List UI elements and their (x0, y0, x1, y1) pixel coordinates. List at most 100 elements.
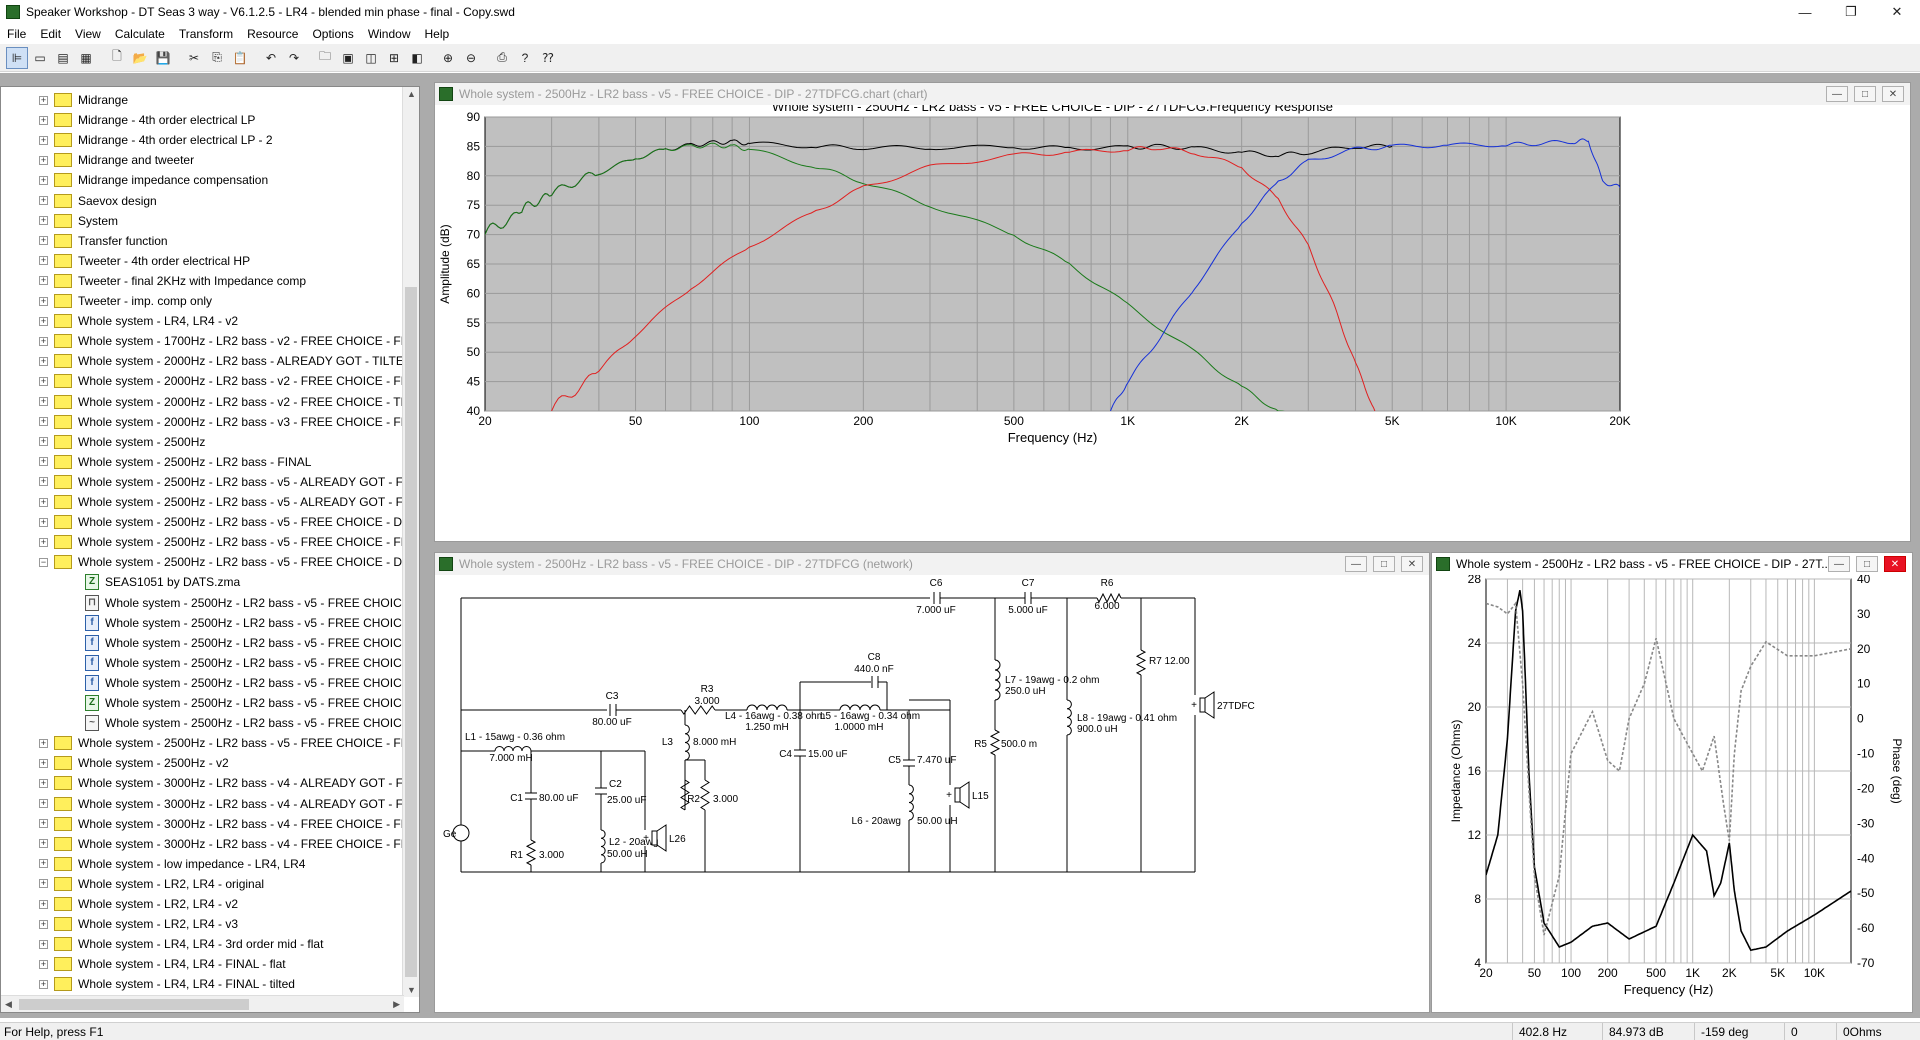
tree-item[interactable]: +Whole system - 2500Hz - LR2 bass - v5 -… (39, 733, 415, 753)
tree-item[interactable]: +Whole system - 3000Hz - LR2 bass - v4 -… (39, 794, 410, 814)
expander-icon[interactable]: + (39, 737, 48, 748)
network-minimize-button[interactable]: — (1345, 556, 1367, 572)
tree-item[interactable]: −Whole system - 2500Hz - LR2 bass - v5 -… (39, 552, 413, 572)
expander-icon[interactable]: + (39, 798, 48, 808)
help-icon[interactable]: ? (521, 50, 529, 65)
open-folder-icon[interactable]: 📂 (132, 50, 148, 65)
tree-item[interactable]: +Whole system - 2500Hz (39, 432, 205, 452)
tree-item[interactable]: +Midrange (39, 90, 128, 110)
menu-transform[interactable]: Transform (178, 27, 234, 41)
undo-icon[interactable]: ↶ (265, 50, 277, 65)
impedance-maximize-button[interactable]: □ (1856, 556, 1878, 572)
impedance-minimize-button[interactable]: — (1828, 556, 1850, 572)
menu-window[interactable]: Window (367, 27, 411, 41)
tree-item[interactable]: +Whole system - LR2, LR4 - v3 (39, 914, 238, 934)
context-help-icon[interactable]: ⁇ (542, 50, 554, 65)
expander-icon[interactable]: + (39, 918, 48, 929)
expander-icon[interactable]: + (39, 396, 48, 406)
menu-resource[interactable]: Resource (247, 27, 299, 41)
expander-icon[interactable]: + (39, 94, 48, 105)
expander-icon[interactable]: + (39, 838, 48, 849)
expander-icon[interactable]: + (39, 938, 48, 949)
expander-icon[interactable]: + (39, 154, 48, 165)
chart-window-titlebar[interactable]: Whole system - 2500Hz - LR2 bass - v5 - … (435, 83, 1910, 105)
tree-item[interactable]: +Whole system - LR4, LR4 - FINAL - flat (39, 954, 286, 974)
expander-icon[interactable]: + (39, 295, 48, 306)
impedance-window-titlebar[interactable]: Whole system - 2500Hz - LR2 bass - v5 - … (1432, 553, 1912, 575)
grid-view-icon[interactable]: ▦ (80, 50, 92, 65)
network-window-titlebar[interactable]: Whole system - 2500Hz - LR2 bass - v5 - … (435, 553, 1429, 575)
expander-icon[interactable]: + (39, 878, 48, 889)
new-file-icon[interactable]: 🗋 (112, 49, 122, 63)
tree-item[interactable]: +Whole system - 3000Hz - LR2 bass - v4 -… (39, 773, 410, 793)
driver-icon[interactable]: ◧ (411, 50, 423, 65)
menu-view[interactable]: View (75, 27, 101, 41)
expander-icon[interactable]: + (39, 134, 48, 145)
tree-item[interactable]: +Whole system - 2500Hz - LR2 bass - FINA… (39, 452, 311, 472)
tree-item[interactable]: +Midrange - 4th order electrical LP - 2 (39, 130, 273, 150)
scroll-down-arrow-icon[interactable]: ▼ (407, 985, 416, 995)
scroll-right-arrow-icon[interactable]: ▶ (393, 999, 400, 1009)
tree-item[interactable]: +Saevox design (39, 191, 157, 211)
tree-horizontal-scrollbar[interactable]: ◀ ▶ (1, 995, 404, 1012)
expander-icon[interactable]: + (39, 818, 48, 829)
tree-item[interactable]: ~Whole system - 2500Hz - LR2 bass - v5 -… (85, 713, 417, 733)
tree-vertical-scrollbar[interactable]: ▲ ▼ (402, 87, 419, 997)
expander-icon[interactable]: + (39, 958, 48, 969)
tree-item[interactable]: +Whole system - 2500Hz - v2 (39, 753, 229, 773)
menu-file[interactable]: File (7, 27, 27, 41)
tree-item[interactable]: +Midrange impedance compensation (39, 170, 268, 190)
close-button[interactable]: ✕ (1891, 4, 1903, 19)
network-icon[interactable]: ⊞ (388, 50, 400, 65)
expander-icon[interactable]: + (39, 114, 48, 125)
tree-item[interactable]: +Whole system - 2000Hz - LR2 bass - v3 -… (39, 412, 415, 432)
tree-view-icon[interactable]: ⊫ (6, 46, 28, 69)
expander-icon[interactable]: + (39, 456, 48, 467)
tree-item[interactable]: +Whole system - 3000Hz - LR2 bass - v4 -… (39, 834, 415, 854)
expander-icon[interactable]: + (39, 355, 48, 366)
expander-icon[interactable]: + (39, 235, 48, 246)
impedance-close-button[interactable]: ✕ (1884, 556, 1906, 572)
frequency-icon[interactable]: ◫ (365, 50, 377, 65)
details-view-icon[interactable]: ▤ (57, 50, 69, 65)
tree-item[interactable]: +Whole system - 2500Hz - LR2 bass - v5 -… (39, 492, 410, 512)
tree-item[interactable]: +Whole system - 2500Hz - LR2 bass - v5 -… (39, 512, 413, 532)
impedance-window[interactable]: Whole system - 2500Hz - LR2 bass - v5 - … (1431, 552, 1913, 1013)
tree-item[interactable]: +Whole system - 2000Hz - LR2 bass - v2 -… (39, 392, 417, 412)
expander-icon[interactable]: + (39, 195, 48, 205)
expander-icon[interactable]: + (39, 335, 48, 346)
tree-item[interactable]: ⊓Whole system - 2500Hz - LR2 bass - v5 -… (85, 593, 417, 613)
copy-icon[interactable]: ⎘ (212, 50, 222, 64)
chart-close-button[interactable]: ✕ (1882, 86, 1904, 102)
zoom-in-icon[interactable]: ⊕ (442, 50, 454, 65)
expander-icon[interactable]: + (39, 375, 48, 386)
network-window[interactable]: Whole system - 2500Hz - LR2 bass - v5 - … (434, 552, 1430, 1013)
expander-icon[interactable]: + (39, 215, 48, 226)
network-close-button[interactable]: ✕ (1401, 556, 1423, 572)
tree-item[interactable]: +Whole system - LR2, LR4 - v2 (39, 894, 238, 914)
menu-calculate[interactable]: Calculate (114, 27, 165, 41)
expander-icon[interactable]: + (39, 757, 48, 768)
tree-item[interactable]: +Tweeter - final 2KHz with Impedance com… (39, 271, 306, 291)
expander-icon[interactable]: + (39, 416, 48, 427)
tree-item[interactable]: +Whole system - LR2, LR4 - original (39, 874, 264, 894)
expander-icon[interactable]: + (39, 275, 48, 286)
redo-icon[interactable]: ↷ (288, 50, 300, 65)
scroll-left-arrow-icon[interactable]: ◀ (5, 999, 12, 1009)
tree-item[interactable]: +Whole system - LR4, LR4 - 3rd order mid… (39, 934, 323, 954)
folder-open-icon[interactable]: 🗀 (318, 49, 331, 63)
tree-item[interactable]: +Whole system - 2000Hz - LR2 bass - v2 -… (39, 371, 415, 391)
expander-icon[interactable]: + (39, 777, 48, 788)
expander-icon[interactable]: + (39, 858, 48, 869)
tree-item[interactable]: +Whole system - LR4, LR4 - v2 (39, 311, 238, 331)
tree-item[interactable]: +Tweeter - imp. comp only (39, 291, 212, 311)
print-icon[interactable]: ⎙ (497, 50, 507, 64)
expander-icon[interactable]: + (39, 174, 48, 185)
tree-item[interactable]: +Whole system - 2000Hz - LR2 bass - ALRE… (39, 351, 413, 371)
